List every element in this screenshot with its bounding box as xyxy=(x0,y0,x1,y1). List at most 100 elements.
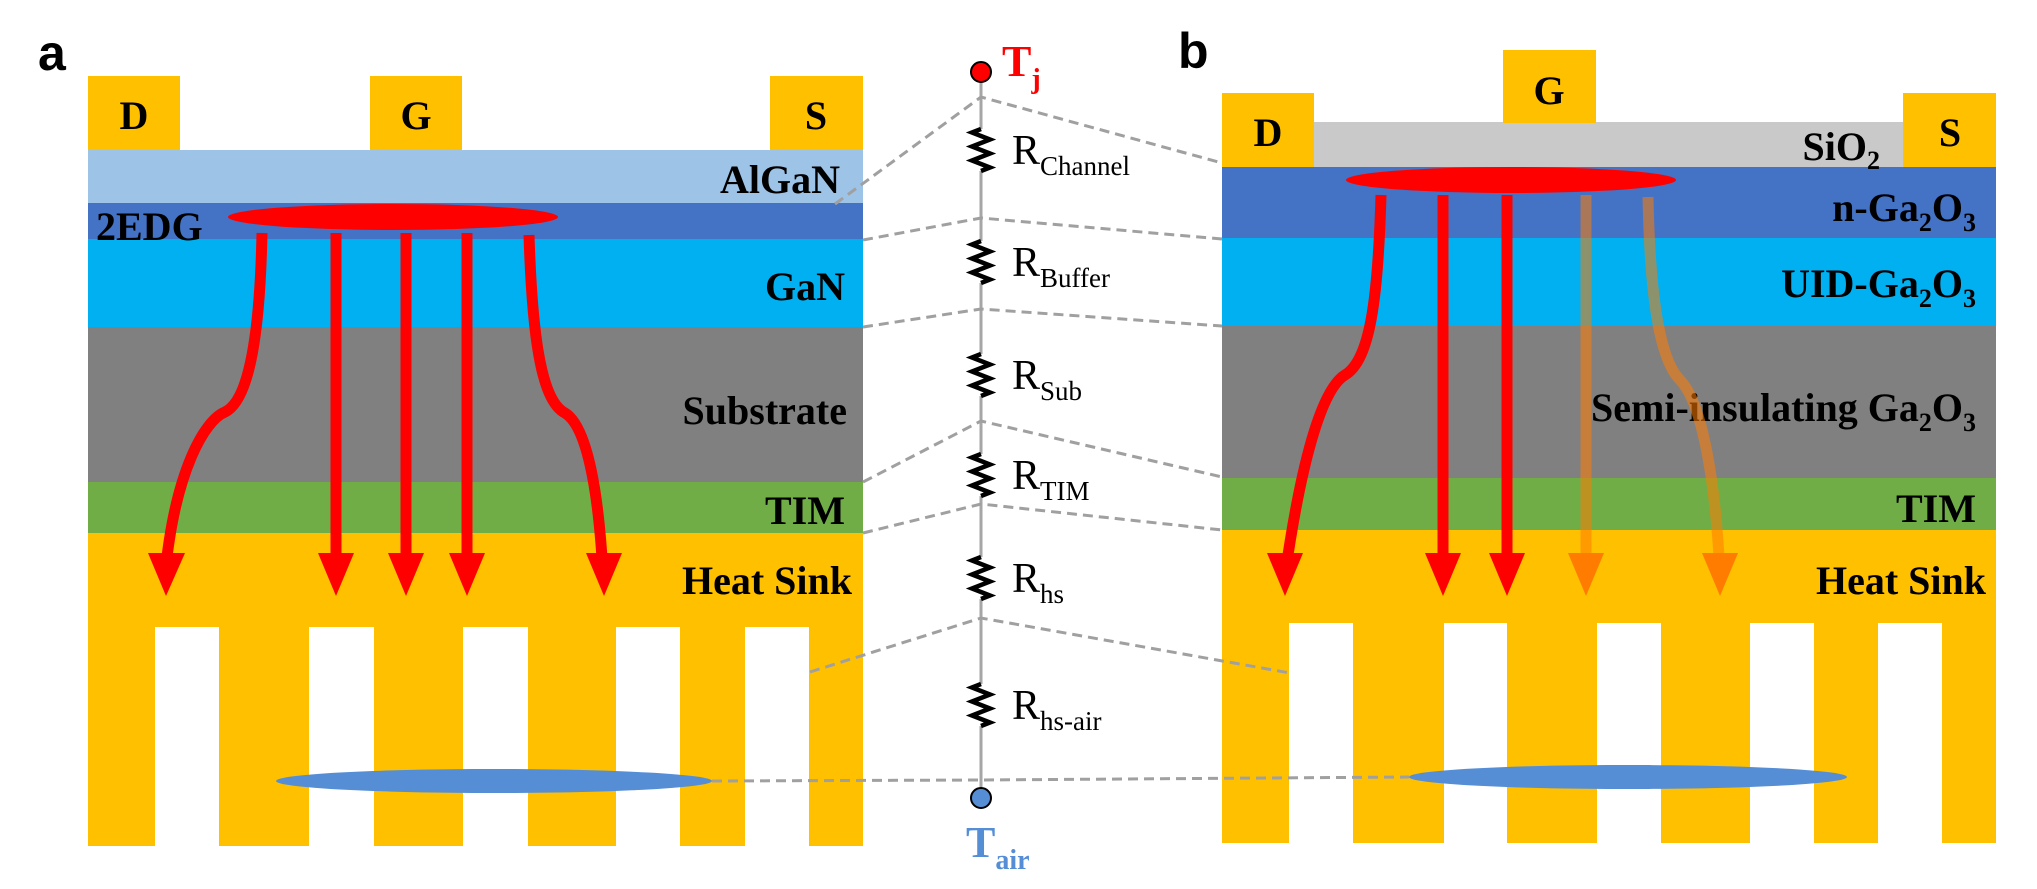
resistor-label-sub: TIM xyxy=(1040,476,1090,506)
tim-layer xyxy=(88,482,863,534)
panel-a: a D G S AlGaN 2EDG GaN Substrate TIM Hea… xyxy=(38,25,863,846)
substrate-layer xyxy=(88,327,863,483)
gate-contact xyxy=(370,76,462,151)
resistor-symbol xyxy=(965,681,997,729)
heatsink xyxy=(88,533,863,846)
heat-arrow-curved-left xyxy=(159,232,268,576)
resistor-label-base: R xyxy=(1012,453,1040,499)
resistor-label-sub: Buffer xyxy=(1040,263,1110,293)
air-ellipse xyxy=(1409,765,1847,789)
n-ga2o3-label: n-Ga2O3 xyxy=(1832,185,1976,237)
resistor-label: RTIM xyxy=(1012,453,1090,506)
resistor-label: Rhs-air xyxy=(1012,683,1102,736)
panel-b: b D G S SiO2 n-Ga2O3 UID-Ga2O3 Semi-insu… xyxy=(1178,23,1996,843)
heatsink-label: Heat Sink xyxy=(1816,558,1987,603)
uid-ga2o3-label: UID-Ga2O3 xyxy=(1781,261,1976,313)
tair-label: Tair xyxy=(966,818,1030,876)
drain-label: D xyxy=(1254,110,1283,155)
air-ellipse xyxy=(276,769,712,793)
arrowhead xyxy=(148,553,185,596)
tim-layer xyxy=(1222,478,1996,531)
source-contact xyxy=(1903,93,1996,168)
sio2-sub: 2 xyxy=(1867,146,1880,175)
heat-arrow-curved-right xyxy=(523,234,609,576)
sio2-layer xyxy=(1314,122,1904,168)
label-sub: 2 xyxy=(1919,408,1932,437)
tair-sub: air xyxy=(995,845,1029,876)
label-sub: 2 xyxy=(1919,284,1932,313)
air-temperature-node xyxy=(970,787,992,809)
heat-flow-arrows xyxy=(148,232,622,596)
algan-label: AlGaN xyxy=(720,157,840,202)
connector-line xyxy=(862,502,1223,535)
panel-b-letter: b xyxy=(1178,23,1209,79)
resistor-symbol xyxy=(965,238,997,286)
resistor-label-base: R xyxy=(1012,240,1040,286)
resistor-symbol xyxy=(965,351,997,399)
heatsink xyxy=(1222,530,1996,843)
resistor-symbol xyxy=(965,554,997,602)
arrowhead xyxy=(318,553,354,596)
label-sub: 3 xyxy=(1963,408,1976,437)
resistor-label: RSub xyxy=(1012,353,1082,406)
label-sub: 3 xyxy=(1963,208,1976,237)
algan-layer xyxy=(88,150,863,204)
junction-temperature-node xyxy=(970,61,992,83)
label-part: O xyxy=(1932,185,1963,230)
label-part: UID-Ga xyxy=(1781,261,1919,306)
resistor-label-sub: Sub xyxy=(1040,376,1082,406)
connector-line xyxy=(711,775,1410,783)
resistor-label-base: R xyxy=(1012,128,1040,174)
source-label: S xyxy=(1939,110,1961,155)
tim-label: TIM xyxy=(765,488,845,533)
gate-label: G xyxy=(400,93,431,138)
heatsink-label: Heat Sink xyxy=(682,558,853,603)
connector-line xyxy=(862,307,1223,329)
drain-contact xyxy=(1222,93,1314,168)
tim-label: TIM xyxy=(1896,486,1976,531)
panel-a-letter: a xyxy=(38,25,67,81)
label-part: n-Ga xyxy=(1832,185,1919,230)
tj-sub: j xyxy=(1030,64,1040,95)
source-contact xyxy=(770,76,863,151)
arrowhead xyxy=(586,553,622,596)
resistor-symbol xyxy=(965,126,997,174)
drain-label: D xyxy=(120,93,149,138)
arrowhead xyxy=(1425,553,1461,596)
label-part: O xyxy=(1932,261,1963,306)
tair-base: T xyxy=(966,818,995,867)
connector-line xyxy=(809,616,1291,675)
source-label: S xyxy=(805,93,827,138)
arrowhead xyxy=(388,553,424,596)
resistor-label-base: R xyxy=(1012,353,1040,399)
label-sub: 3 xyxy=(1963,284,1976,313)
arrowhead xyxy=(1568,553,1604,596)
heat-source-ellipse xyxy=(228,204,558,230)
arrowhead xyxy=(1489,553,1525,596)
connector-line xyxy=(862,419,1223,484)
gate-label: G xyxy=(1533,68,1564,113)
heat-flow-arrows xyxy=(1267,194,1738,596)
drain-contact xyxy=(88,76,180,151)
tj-label: Tj xyxy=(1002,37,1041,95)
resistor-label-sub: Channel xyxy=(1040,151,1130,181)
gan-buffer-layer xyxy=(88,239,863,328)
resistor-label-base: R xyxy=(1012,683,1040,729)
heat-arrow-curved-left xyxy=(1279,194,1387,576)
gan-label: GaN xyxy=(765,264,845,309)
sio2-base: SiO xyxy=(1803,124,1867,169)
heat-source-ellipse xyxy=(1346,167,1676,193)
heat-arrow-weak-curved xyxy=(1642,196,1726,576)
tj-base: T xyxy=(1002,37,1031,86)
semi-insulating-ga2o3-label: Semi-insulating Ga2O3 xyxy=(1591,385,1976,437)
channel-label: 2EDG xyxy=(96,204,203,249)
connector-line xyxy=(834,95,1223,206)
sio2-label: SiO2 xyxy=(1803,124,1880,175)
arrowhead xyxy=(1702,553,1738,596)
resistor-label-sub: hs-air xyxy=(1040,706,1101,736)
arrowhead xyxy=(1267,553,1303,596)
label-part: Semi-insulating Ga xyxy=(1591,385,1919,430)
